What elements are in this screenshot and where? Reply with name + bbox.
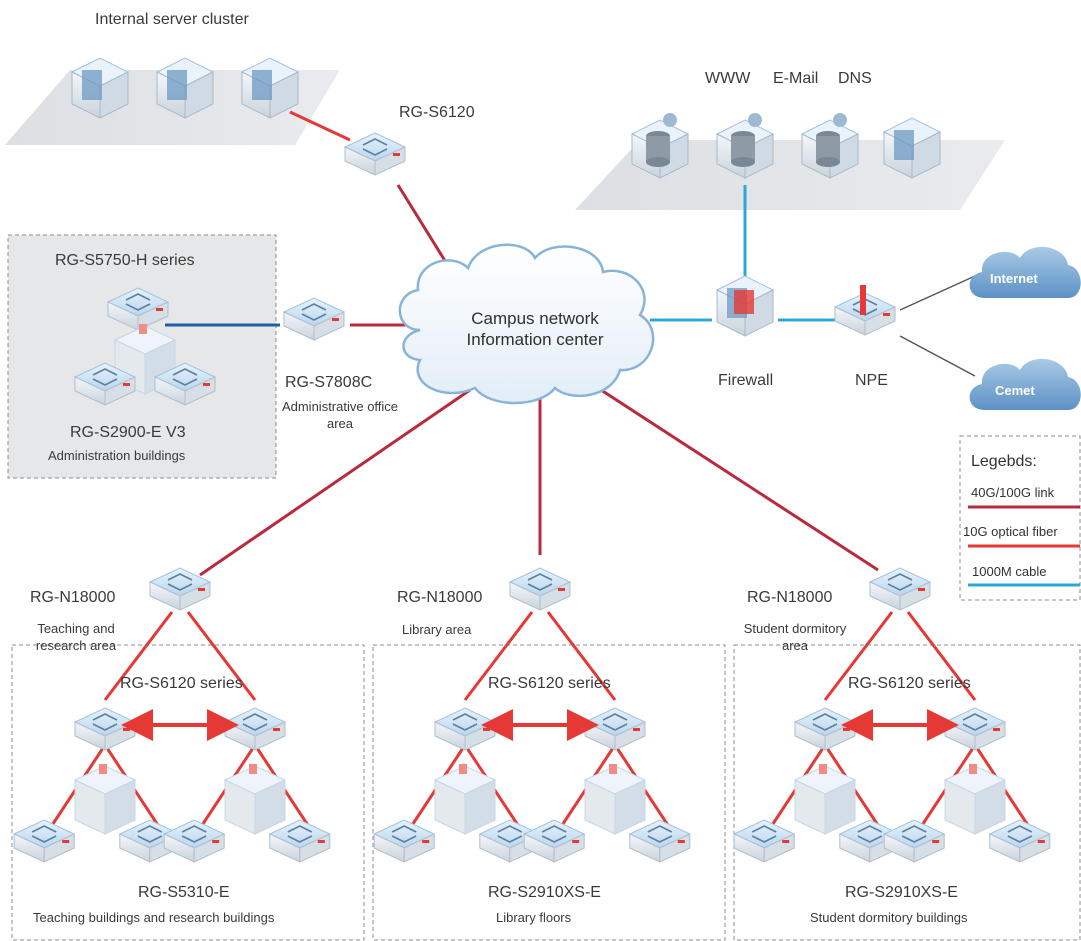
library-link-core-dist-right <box>546 611 617 701</box>
dormitory-access-switch-icon <box>733 819 796 863</box>
library-dist-left-switch-icon <box>434 707 496 751</box>
zone-devices <box>13 567 1051 863</box>
library-access-label: RG-S2910XS-E <box>488 884 601 901</box>
dormitory-access-label: RG-S2910XS-E <box>845 884 958 901</box>
switch-s7808c-icon <box>283 297 345 341</box>
core-cloud-line2: Information center <box>466 330 604 349</box>
link-servers-s6120 <box>289 110 351 142</box>
link-npe-internet <box>899 275 976 311</box>
teaching-dist-label: RG-S6120 series <box>120 675 243 692</box>
www-label: WWW <box>705 70 751 87</box>
links <box>116 110 976 577</box>
link-npe-cernet <box>899 335 976 377</box>
campus-core-cloud <box>398 243 655 405</box>
cernet-cloud-icon <box>969 358 1081 410</box>
s5750-label: RG-S5750-H series <box>55 252 195 269</box>
dormitory-core-switch-icon <box>869 567 931 611</box>
s6120-top-label: RG-S6120 <box>399 104 475 121</box>
dormitory-zone-box <box>733 644 1081 941</box>
legend-item-40g: 40G/100G link <box>971 485 1055 500</box>
teaching-dist-right-switch-icon <box>224 707 286 751</box>
library-access-switch-icon <box>628 819 691 863</box>
dormitory-dist-right-switch-icon <box>944 707 1006 751</box>
teaching-core-label: RG-N18000 <box>30 589 116 606</box>
teaching-dist-left-switch-icon <box>74 707 136 751</box>
email-server-icon <box>716 112 774 179</box>
s2900-label: RG-S2900-E V3 <box>70 424 186 441</box>
library-dist-label: RG-S6120 series <box>488 675 611 692</box>
legend-item-10g: 10G optical fiber <box>963 524 1058 539</box>
library-floors-label: Library floors <box>496 910 572 925</box>
library-access-switch-icon <box>523 819 586 863</box>
teaching-access-switch-icon <box>163 819 225 863</box>
internet-label: Internet <box>990 271 1038 286</box>
dormitory-access-switch-icon <box>883 819 946 863</box>
switch-s6120-icon <box>344 132 406 176</box>
core-cloud-label: Campus network Information center <box>430 308 640 350</box>
core-cloud-line1: Campus network <box>471 309 599 328</box>
link-core-dormitory <box>597 386 879 572</box>
dormitory-dist-left-switch-icon <box>794 707 856 751</box>
legend-swatches <box>968 505 1080 587</box>
library-zone-box <box>372 644 726 941</box>
dns-label: DNS <box>838 70 872 87</box>
library-access-switch-icon <box>373 819 436 863</box>
firewall-icon <box>716 275 774 337</box>
library-core-switch-icon <box>509 567 571 611</box>
legend-item-1000m: 1000M cable <box>972 564 1047 579</box>
dormitory-link-core-dist-right <box>906 611 977 701</box>
dormitory-core-label: RG-N18000 <box>747 589 833 606</box>
dns-server-icon <box>801 112 859 179</box>
firewall-label: Firewall <box>718 372 774 389</box>
cernet-label: Cemet <box>995 383 1035 398</box>
library-link-core-dist-left <box>463 611 534 701</box>
www-server-icon <box>631 112 689 179</box>
teaching-zone-box <box>11 644 365 941</box>
npe-icon <box>834 285 896 336</box>
internet-cloud-icon <box>969 246 1081 298</box>
library-dist-right-switch-icon <box>584 707 646 751</box>
admin-office-area-label: Administrative office area <box>281 399 399 431</box>
dormitory-access-switch-icon <box>988 819 1051 863</box>
zone-links <box>50 611 1030 826</box>
teaching-access-switch-icon <box>268 819 331 863</box>
email-label: E-Mail <box>773 70 819 87</box>
dormitory-area-label: Student dormitory area <box>743 621 847 653</box>
internal-servers <box>71 57 299 119</box>
teaching-area-label: Teaching and research area <box>35 621 117 653</box>
library-area-label: Library area <box>402 622 472 637</box>
teaching-link-core-dist-right <box>186 611 257 701</box>
teaching-access-label: RG-S5310-E <box>138 884 230 901</box>
legend-title: Legebds: <box>971 453 1037 470</box>
link-core-teaching <box>199 388 471 577</box>
dormitory-buildings-label: Student dormitory buildings <box>810 910 968 925</box>
teaching-access-switch-icon <box>13 819 75 863</box>
legend-box <box>959 435 1081 601</box>
library-core-label: RG-N18000 <box>397 589 483 606</box>
dormitory-dist-label: RG-S6120 series <box>848 675 971 692</box>
admin-buildings-label: Administration buildings <box>48 448 186 463</box>
internal-server-cluster-label: Internal server cluster <box>95 11 249 28</box>
teaching-link-core-dist-left <box>103 611 174 701</box>
npe-label: NPE <box>855 372 888 389</box>
teaching-buildings-label: Teaching buildings and research building… <box>33 910 275 925</box>
dormitory-link-core-dist-left <box>823 611 894 701</box>
s7808c-label: RG-S7808C <box>285 374 373 391</box>
